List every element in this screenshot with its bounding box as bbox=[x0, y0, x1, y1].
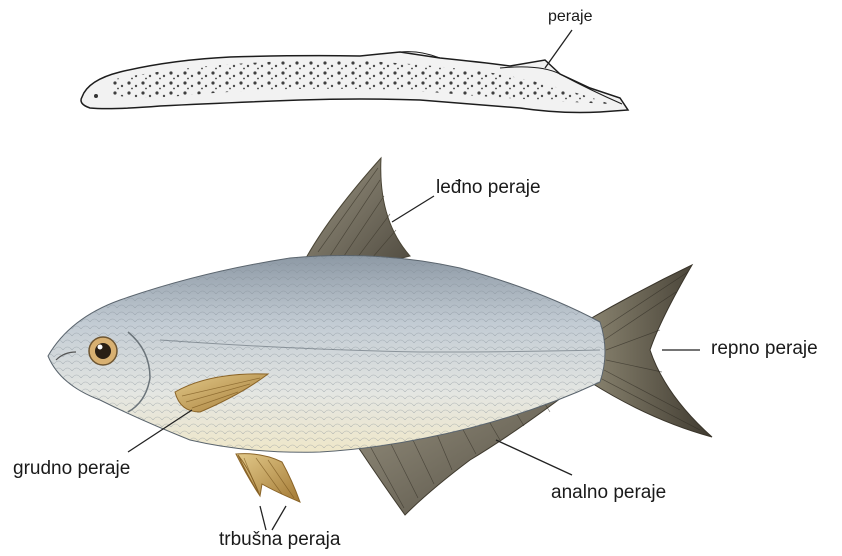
label-tail-fin: repno peraje bbox=[711, 339, 818, 358]
leader-ledno bbox=[392, 196, 434, 222]
pelvic-fins bbox=[236, 454, 300, 502]
tail-fin bbox=[588, 265, 712, 437]
dorsal-fin bbox=[306, 158, 410, 270]
label-pectoral-fin: grudno peraje bbox=[13, 459, 130, 478]
lancelet-drawing bbox=[81, 52, 628, 113]
leader-trbusna-1 bbox=[260, 506, 266, 530]
leader-trbusna-2 bbox=[272, 506, 286, 530]
label-pelvic-fins: trbušna peraja bbox=[219, 530, 340, 549]
leader-peraje bbox=[545, 30, 572, 68]
leader-analno bbox=[496, 440, 572, 475]
label-dorsal-fin: leđno peraje bbox=[436, 178, 541, 197]
label-anal-fin: analno peraje bbox=[551, 483, 666, 502]
label-peraje: peraje bbox=[548, 9, 592, 25]
